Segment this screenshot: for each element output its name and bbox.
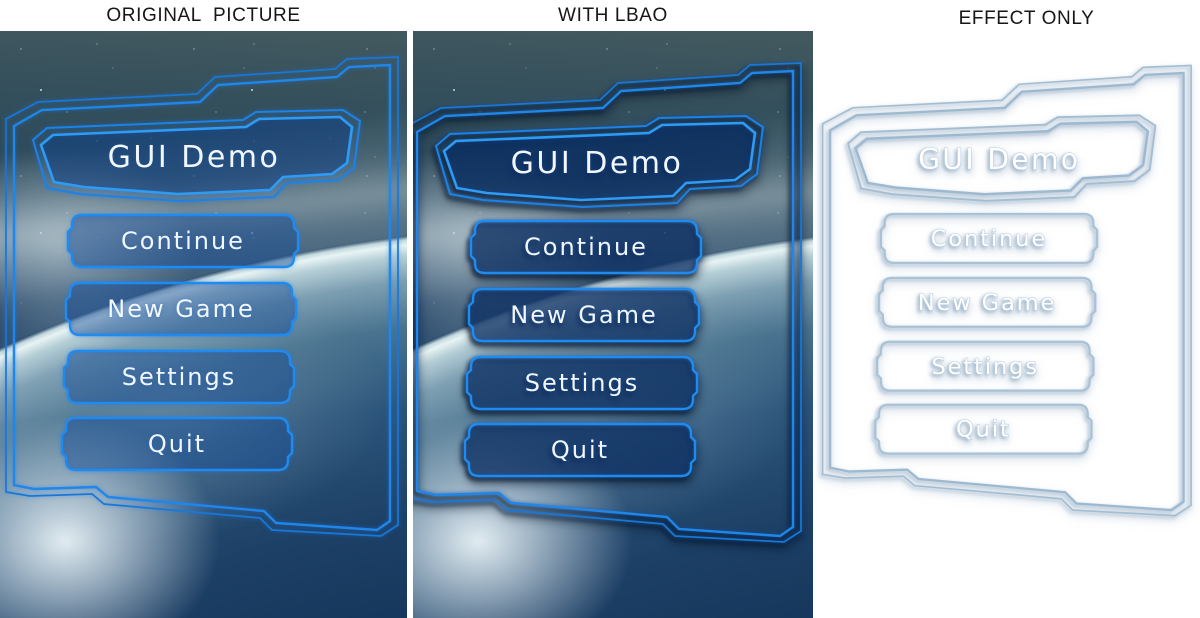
quit-button-label: Quit — [148, 430, 206, 458]
new-game-button-label: New Game — [918, 290, 1057, 316]
new-game-button[interactable]: New Game — [64, 281, 298, 337]
quit-button[interactable]: Quit — [874, 403, 1093, 455]
quit-button-label: Quit — [551, 436, 609, 464]
frame-outline-outer — [5, 56, 399, 537]
frame-outline-outer — [413, 62, 802, 543]
panel-label-lbao: WITH LBAO — [558, 4, 668, 26]
gui-overlay: GUI Demo Continue New Game Settings Quit — [0, 31, 407, 618]
continue-button-label: Continue — [524, 233, 648, 261]
new-game-button-label: New Game — [107, 295, 254, 323]
settings-button[interactable]: Settings — [62, 349, 296, 405]
settings-button[interactable]: Settings — [876, 340, 1095, 392]
panel-lbao: GUI Demo Continue New Game Settings Quit — [413, 31, 813, 618]
frame-outline-inner — [12, 63, 392, 532]
panel-label-effect: EFFECT ONLY — [958, 8, 1095, 29]
gui-overlay: GUI Demo Continue New Game Settings Quit — [413, 37, 803, 618]
banner-outline-outer — [846, 114, 1157, 202]
banner-outline-inner — [39, 115, 354, 196]
settings-button-label: Settings — [931, 354, 1039, 380]
continue-button-label: Continue — [931, 226, 1047, 252]
continue-button[interactable]: Continue — [469, 219, 703, 275]
frame-outline-inner — [415, 69, 795, 538]
banner-outline-outer — [31, 108, 362, 203]
frame-outline-inner — [829, 71, 1185, 512]
quit-button[interactable]: Quit — [60, 416, 294, 472]
title-banner: GUI Demo — [846, 114, 1157, 202]
title-banner: GUI Demo — [31, 108, 362, 203]
settings-button-label: Settings — [525, 369, 639, 397]
panel-effect-only: GUI Demo Continue New Game Settings Quit — [813, 31, 1200, 618]
panel-original: GUI Demo Continue New Game Settings Quit — [0, 31, 407, 618]
menu-title: GUI Demo — [108, 140, 281, 175]
continue-button-label: Continue — [121, 227, 245, 255]
banner-outline-inner — [854, 120, 1150, 196]
continue-button[interactable]: Continue — [66, 213, 300, 269]
banner-outline-inner — [442, 121, 757, 202]
title-banner: GUI Demo — [434, 114, 765, 209]
settings-button[interactable]: Settings — [465, 355, 699, 411]
frame-outline-outer — [821, 64, 1192, 517]
settings-button-label: Settings — [122, 363, 236, 391]
quit-button-label: Quit — [956, 417, 1011, 443]
new-game-button[interactable]: New Game — [877, 276, 1097, 328]
banner-outline-outer — [434, 114, 765, 209]
quit-button[interactable]: Quit — [463, 422, 697, 478]
panel-label-original: ORIGINAL PICTURE — [106, 4, 301, 26]
continue-button[interactable]: Continue — [879, 212, 1099, 264]
new-game-button[interactable]: New Game — [467, 287, 701, 343]
menu-title: GUI Demo — [918, 143, 1080, 176]
new-game-button-label: New Game — [510, 301, 657, 329]
menu-title: GUI Demo — [511, 146, 684, 181]
panel-divider — [407, 31, 413, 618]
gui-overlay: GUI Demo Continue New Game Settings Quit — [817, 41, 1192, 593]
